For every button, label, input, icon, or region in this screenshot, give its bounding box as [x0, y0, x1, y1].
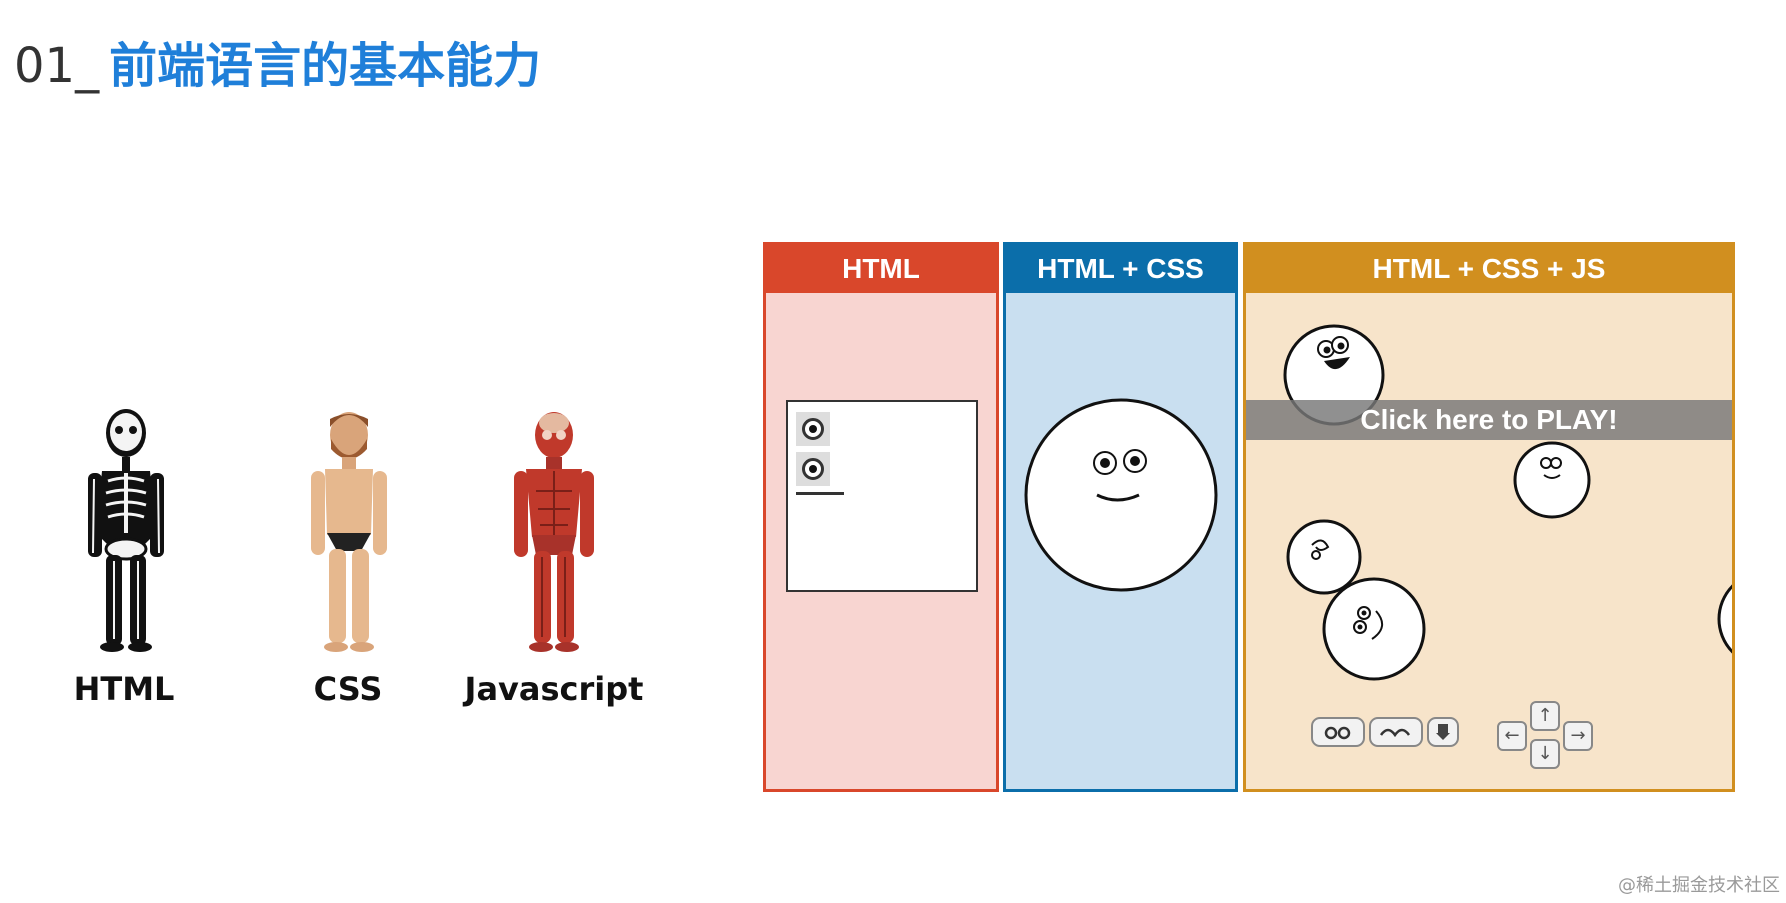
section-number: 01_: [14, 38, 100, 94]
mouth-icon: [1379, 728, 1411, 738]
mouth-control-button[interactable]: [1369, 717, 1423, 747]
eyes-control-button[interactable]: [1311, 717, 1365, 747]
arrow-right-button[interactable]: →: [1563, 721, 1593, 751]
watermark: @稀土掘金技术社区: [1618, 875, 1780, 896]
muscle-anatomy-icon: [514, 412, 594, 652]
eye-radio-icon: [796, 412, 830, 446]
down-block-icon: [1436, 724, 1450, 740]
html-box: [786, 400, 978, 592]
page-title: 01_前端语言的基本能力: [14, 36, 541, 97]
panel-header-html: HTML: [766, 245, 996, 293]
panel-header-html-css-js: HTML + CSS + JS: [1246, 245, 1732, 293]
figure-label-css: CSS: [313, 670, 383, 708]
arrow-left-button[interactable]: ←: [1497, 721, 1527, 751]
man-icon: [311, 412, 387, 652]
section-title: 前端语言的基本能力: [109, 38, 542, 94]
play-button[interactable]: Click here to PLAY!: [1246, 400, 1732, 440]
panel-header-html-css: HTML + CSS: [1006, 245, 1235, 293]
eye-radio-icon: [796, 452, 830, 486]
panel-html-css: HTML + CSS: [1003, 242, 1238, 792]
drop-control-button[interactable]: [1427, 717, 1459, 747]
balls-scene: [1283, 324, 1732, 681]
mouth-line: [796, 492, 844, 495]
figure-label-html: HTML: [73, 670, 175, 708]
figure-label-javascript: Javascript: [464, 670, 644, 708]
arrow-up-button[interactable]: ↑: [1530, 701, 1560, 731]
arrow-down-button[interactable]: ↓: [1530, 739, 1560, 769]
smiley-ball-icon: [1024, 398, 1218, 592]
panel-html: HTML: [763, 242, 999, 792]
skeleton-icon: [88, 409, 164, 652]
panel-html-css-js: HTML + CSS + JS Click here to PLAY!: [1243, 242, 1735, 792]
eyes-icon: [1324, 726, 1351, 740]
